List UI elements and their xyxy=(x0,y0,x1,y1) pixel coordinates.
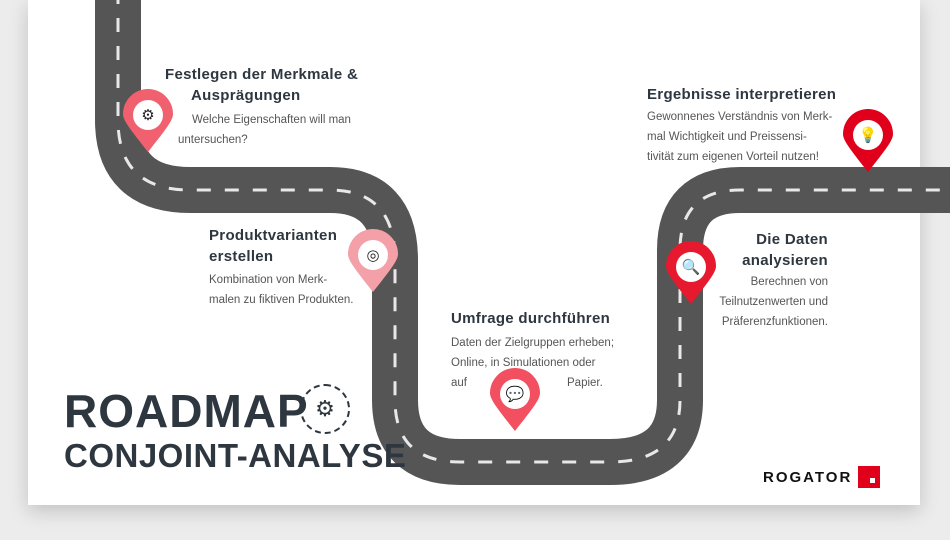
lightbulb-icon: 💡 xyxy=(853,120,883,150)
step3-title: Umfrage durchführen xyxy=(451,310,611,327)
step5-pin: 💡 xyxy=(841,108,895,174)
step3-pin: 💬 xyxy=(488,367,542,433)
team-gear-icon: ⚙ xyxy=(300,384,350,434)
roadmap-card xyxy=(28,0,920,505)
rogator-logo: ROGATOR xyxy=(763,466,881,488)
search-gear-icon: ⚙ xyxy=(133,100,163,130)
roadmap-title: ROADMAP xyxy=(64,385,309,437)
step5-desc: Gewonnenes Verständnis von Merk-mal Wich… xyxy=(647,111,833,163)
step2-desc: Kombination von Merk-malen zu fiktiven P… xyxy=(209,274,354,306)
step1-title: Festlegen der Merkmale &Ausprägungen xyxy=(165,66,359,104)
magnifier-icon: 🔍 xyxy=(676,252,706,282)
step1-pin: ⚙ xyxy=(121,88,175,154)
conjoint-subtitle: CONJOINT-ANALYSE xyxy=(64,437,407,474)
step3-desc: Daten der Zielgruppen erheben;Online, in… xyxy=(451,337,615,389)
step2-pin: ◎ xyxy=(346,228,400,294)
step4-pin: 🔍 xyxy=(664,240,718,306)
chat-chart-icon: 💬 xyxy=(500,379,530,409)
step5-title: Ergebnisse interpretieren xyxy=(647,86,837,103)
overlap-circles-icon: ◎ xyxy=(358,240,388,270)
